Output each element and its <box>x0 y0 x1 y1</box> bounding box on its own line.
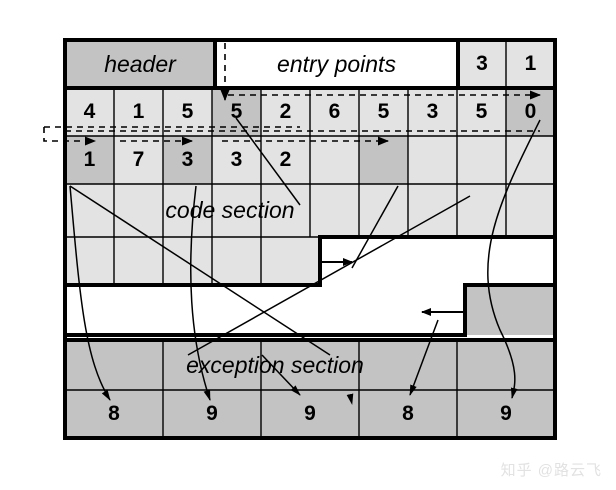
watermark: 知乎 @路云飞 <box>500 462 602 479</box>
header-block-fill <box>65 40 215 88</box>
pointer-code3-to-exception2 <box>189 185 211 401</box>
outline-code-section-step <box>65 235 555 287</box>
code-section-row6-gray-tail <box>465 285 555 335</box>
exception-section-label: exception section <box>186 351 364 378</box>
pointer-into-exception4 <box>409 319 439 396</box>
block-arrows <box>322 258 463 316</box>
pointer-entry0-to-exception5 <box>487 119 541 399</box>
entry-points-label: entry points <box>277 50 396 77</box>
code-bytes-cell3-highlight <box>163 136 212 184</box>
entry-points-block-fill <box>215 40 458 88</box>
pointer-code1-to-exception1 <box>69 185 111 401</box>
pointer-to-exception3 <box>261 354 301 396</box>
dashed-flow-lines <box>43 43 541 146</box>
pointer-diagonal-b <box>187 195 471 356</box>
thick-outlines <box>63 38 557 440</box>
code-section-row5-fill <box>65 237 320 285</box>
exception-handlers-fill <box>65 390 555 438</box>
pointer-curves <box>69 117 541 405</box>
header-cell-3-fill <box>458 40 506 88</box>
dashed-left-loop <box>43 127 96 146</box>
outline-code-section-step2 <box>65 283 555 337</box>
exception-section-label-fill <box>65 340 555 390</box>
code-bytes-cell1-highlight <box>65 136 114 184</box>
code-bytes-cell8-highlight <box>359 136 408 184</box>
code-section-label: code section <box>165 197 295 223</box>
code-section-row5-white <box>320 237 555 285</box>
header-label: header <box>104 50 176 77</box>
pointer-diagonal-a <box>69 185 331 356</box>
header-cell-1-fill <box>506 40 555 88</box>
pointer-line-entry5 <box>235 117 301 206</box>
entry-row-cell4-highlight <box>212 88 261 136</box>
code-section-row6-white <box>65 285 465 335</box>
pointer-code8-line <box>351 185 399 269</box>
